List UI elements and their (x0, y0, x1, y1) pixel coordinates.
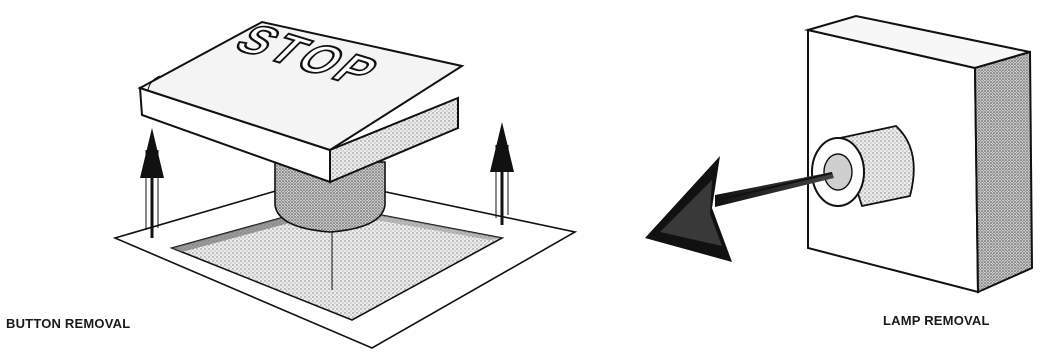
button-removal-figure: STOP (112, 15, 578, 349)
button-cap-right-face (329, 96, 459, 184)
left-arrow (645, 156, 834, 262)
button-cap-top (137, 20, 465, 152)
lamp-housing-side (973, 50, 1034, 294)
lamp-removal-figure (645, 14, 1034, 294)
button-removal-caption: BUTTON REMOVAL (6, 316, 131, 331)
lamp-removal-caption: LAMP REMOVAL (883, 313, 990, 328)
button-stem (274, 161, 386, 233)
up-arrow-left (140, 128, 164, 238)
up-arrow-right (490, 122, 514, 225)
